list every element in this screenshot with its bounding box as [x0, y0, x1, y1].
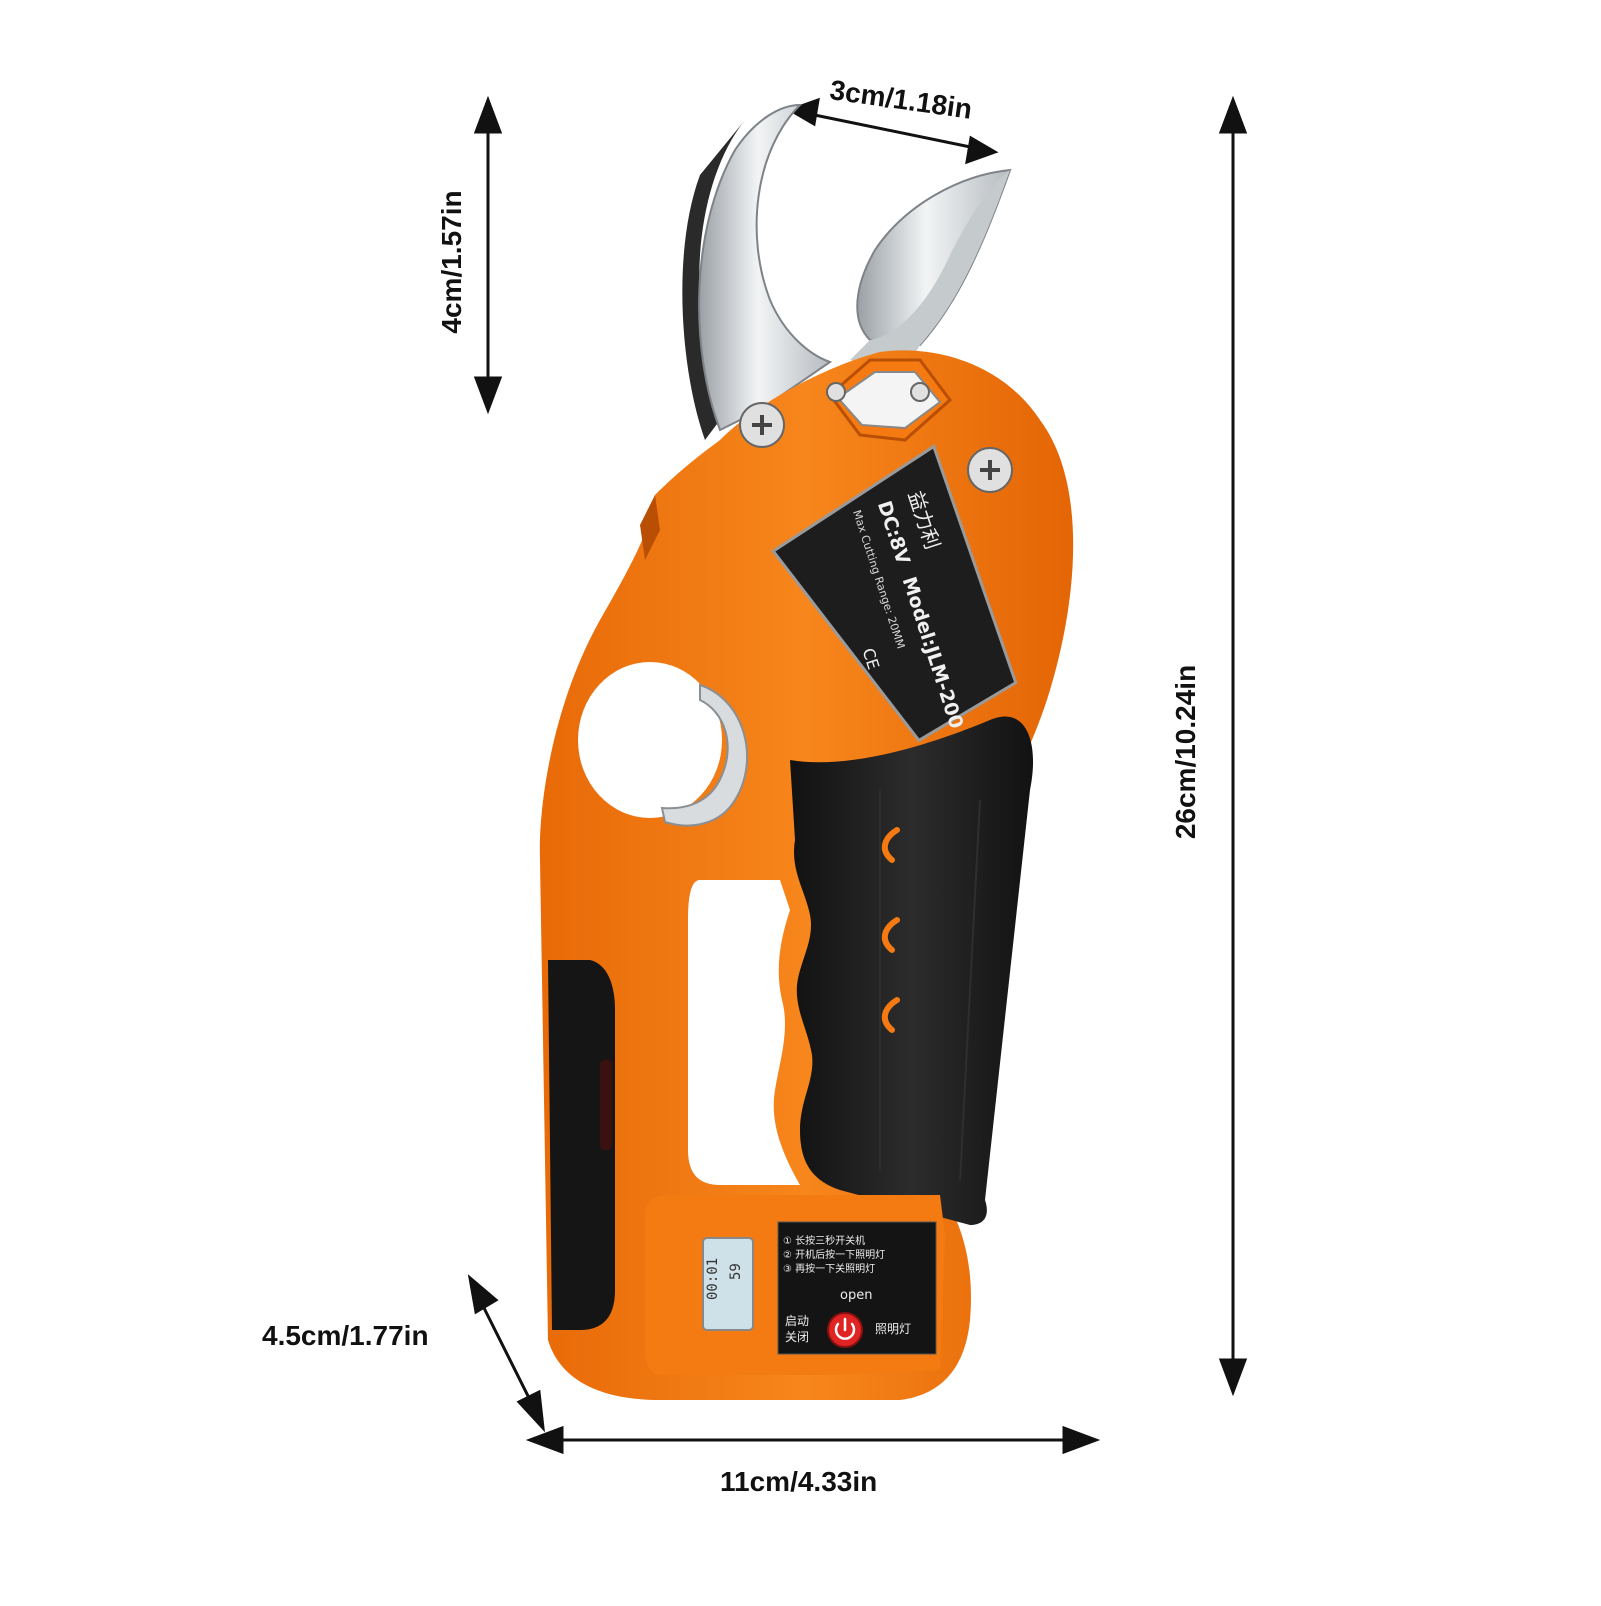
instruction-line-3: ③ 再按一下关照明灯	[783, 1262, 875, 1275]
blades	[682, 103, 1012, 440]
screw-icon	[910, 382, 930, 402]
depth-label: 4.5cm/1.77in	[262, 1320, 429, 1351]
rubber-grip	[790, 716, 1034, 1225]
product-label	[771, 444, 1018, 743]
grip-chevron	[881, 827, 900, 863]
arrow-jaw-opening	[799, 110, 986, 152]
blade-length-label: 4cm/1.57in	[436, 190, 467, 334]
control-panel: 00:01 59 ① 长按三秒开关机 ② 开机后按一下照明灯 ③ 再按一下关照明…	[645, 1195, 945, 1375]
grip-chevron	[881, 917, 900, 953]
power-icon	[834, 1322, 856, 1340]
lcd-display	[702, 1237, 754, 1331]
instruction-line-2: ② 开机后按一下照明灯	[783, 1248, 885, 1261]
open-label: open	[840, 1288, 872, 1303]
battery-side	[548, 960, 615, 1330]
width-label: 11cm/4.33in	[720, 1466, 878, 1497]
trigger	[660, 683, 749, 827]
light-label: 照明灯	[875, 1322, 911, 1336]
screw-icon	[967, 447, 1013, 493]
power-button[interactable]	[827, 1312, 863, 1348]
finger-hole	[578, 662, 722, 818]
lcd-time: 00:01	[705, 1258, 721, 1300]
start-label-2: 关闭	[785, 1330, 809, 1344]
total-height-label: 26cm/10.24in	[1170, 664, 1201, 840]
screw-icon	[739, 402, 785, 448]
upper-blade	[698, 103, 833, 432]
grip-chevron	[881, 997, 900, 1033]
instruction-line-1: ① 长按三秒开关机	[783, 1234, 865, 1247]
arrow-depth	[475, 1293, 538, 1413]
grip-opening	[688, 880, 800, 1185]
start-label-1: 启动	[785, 1314, 809, 1328]
dimension-arrows	[467, 95, 1248, 1455]
lcd-counter: 59	[728, 1263, 744, 1280]
screw-icon	[826, 382, 846, 402]
head-details	[739, 358, 1013, 493]
